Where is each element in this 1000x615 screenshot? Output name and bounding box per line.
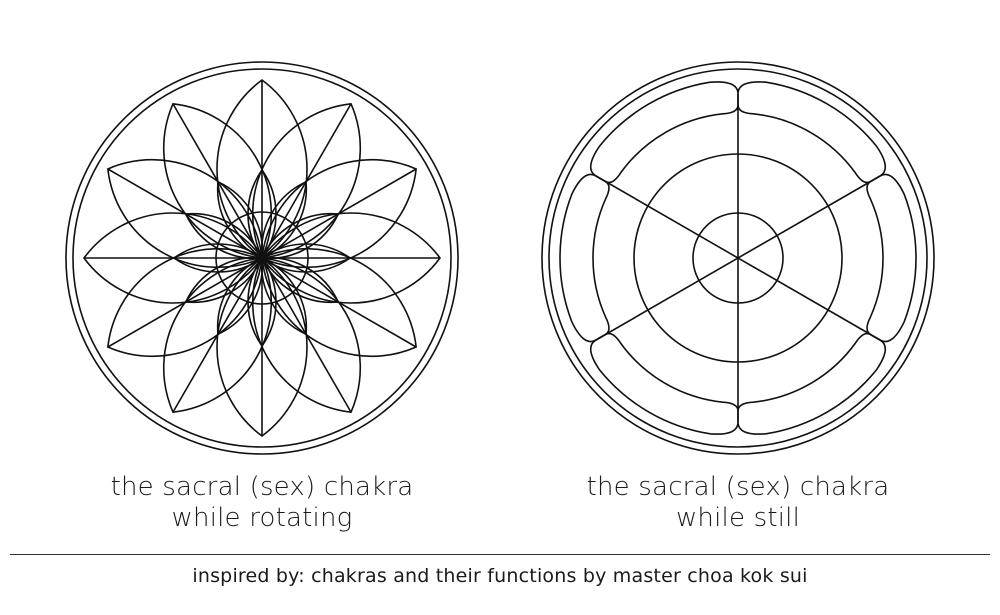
lotus-petal [251,102,362,259]
credit-line: inspired by: chakras and their functions… [192,565,808,587]
inner-petal [184,212,263,260]
lotus-petal [106,158,263,269]
lotus-petal [261,158,418,269]
outer-ring-circle [541,61,935,455]
inner-petal [261,212,340,260]
lotus-petal [106,247,263,358]
spoke-line [595,175,881,341]
still-caption-line1: the sacral (sex) chakra [586,472,890,502]
footer-divider [10,554,990,555]
rotating-caption-line1: the sacral (sex) chakra [110,472,414,502]
inner-petal [260,180,308,259]
rotating-caption-line2: while rotating [171,503,353,533]
lotus-petal [251,257,362,414]
rotating-caption: the sacral (sex) chakra while rotating [42,472,482,534]
inner-petal [184,256,263,304]
inner-petal [216,257,264,336]
inner-petal [261,256,340,304]
still-caption: the sacral (sex) chakra while still [518,472,958,534]
inner-petal [172,243,263,273]
lotus-petal [83,212,263,304]
rotating-chakra-diagram [62,58,462,458]
lotus-petal [162,102,273,259]
lotus-petal [216,257,308,437]
inner-ring-circle [548,68,928,448]
lotus-petal [261,212,441,304]
still-chakra-diagram [538,58,938,458]
lotus-petal [261,247,418,358]
inner-petal [261,243,352,273]
inner-center-circle [215,211,309,305]
inner-petal [247,168,277,259]
still-chakra-svg [541,61,935,455]
outer-ring-circle [65,61,459,455]
inner-petal [216,180,264,259]
lotus-petal [216,79,308,259]
inner-petal [260,257,308,336]
lotus-petal [162,257,273,414]
inner-petal [247,257,277,348]
still-caption-line2: while still [675,503,801,533]
rotating-chakra-svg [65,61,459,455]
inner-ring-circle [72,68,452,448]
